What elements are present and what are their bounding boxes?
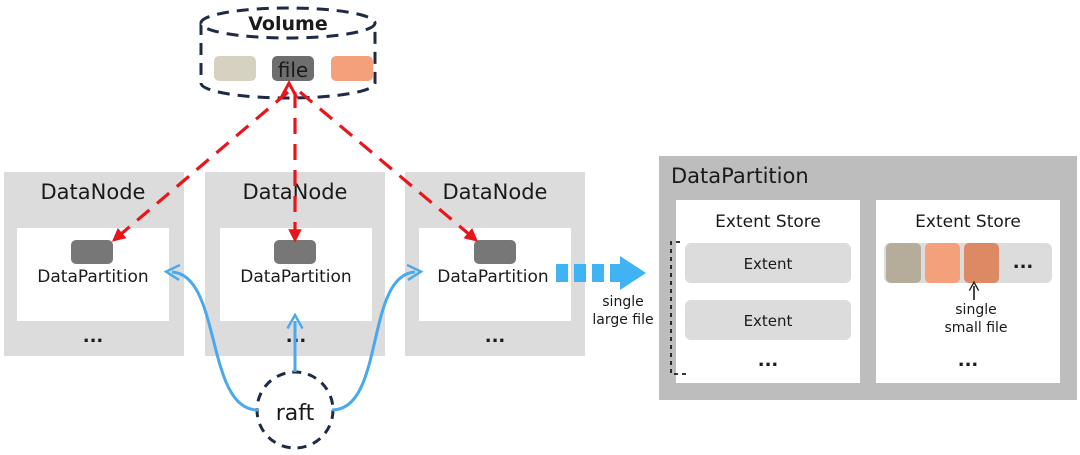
data-flow-dash-3 [592,264,604,282]
extent-2-label: Extent [744,312,793,330]
raft-arrow-to-node-3 [331,263,424,412]
replica-arrow-3 [298,90,479,242]
small-file-2 [925,243,960,283]
data-flow-arrowhead [620,256,646,290]
datanode-3-title: DataNode [443,180,548,204]
volume-file-swatch-1 [214,56,256,81]
datanode-3-more: ... [485,326,506,347]
raft-group: raft [163,263,424,450]
small-file-3 [964,243,999,283]
extent-2-box [685,300,851,340]
extent-store-small-title: Extent Store [915,212,1021,232]
volume-file-swatch-2 [272,56,314,81]
small-file-label-2: small file [944,320,1007,336]
datanode-1: DataNode DataPartition ... [4,172,184,356]
datanode-1-partition-label: DataPartition [37,267,148,287]
extent-store-small-more: ... [958,350,979,371]
extent-store-large-box [676,200,860,383]
data-flow-arrow: single large file [556,256,654,328]
extent-1-label: Extent [744,255,793,273]
datanode-2-partition-label: DataPartition [240,267,351,287]
datanode-3-partition-label: DataPartition [437,267,548,287]
raft-label: raft [276,401,315,426]
datapartition-detail: DataPartition Extent Store Extent Extent… [659,156,1077,400]
datanode-2-partition-chip [274,240,316,264]
volume-file-label: file [278,58,308,82]
volume-file-swatch-3 [331,56,373,81]
volume-cylinder: Volume file [199,6,377,100]
data-flow-dash-1 [556,264,568,282]
large-file-label-2: large file [592,312,653,328]
extent-store-large-title: Extent Store [715,212,821,232]
datanode-1-more: ... [83,326,104,347]
datanode-1-title: DataNode [41,180,146,204]
raft-arrow-to-node-1 [163,263,259,412]
replica-arrows [111,79,479,243]
small-file-row-more: ... [1013,252,1034,273]
extent-1-box [685,243,851,283]
datanode-1-partition-chip [71,240,113,264]
small-file-label-1: single [955,302,996,318]
replica-arrow-origin-head [279,79,299,99]
extent-store-small-box [876,200,1060,383]
replica-arrow-1 [111,90,290,242]
datanode-3: DataNode DataPartition ... [405,172,585,356]
datanode-3-partition-chip [474,240,516,264]
volume-title: Volume [248,13,327,35]
extent-store-large-more: ... [758,350,779,371]
datapartition-detail-title: DataPartition [671,164,809,188]
large-file-label-1: single [602,294,643,310]
data-flow-dash-4 [610,264,620,282]
large-file-bracket [670,241,687,375]
small-file-1 [886,243,921,283]
data-flow-dash-2 [574,264,586,282]
